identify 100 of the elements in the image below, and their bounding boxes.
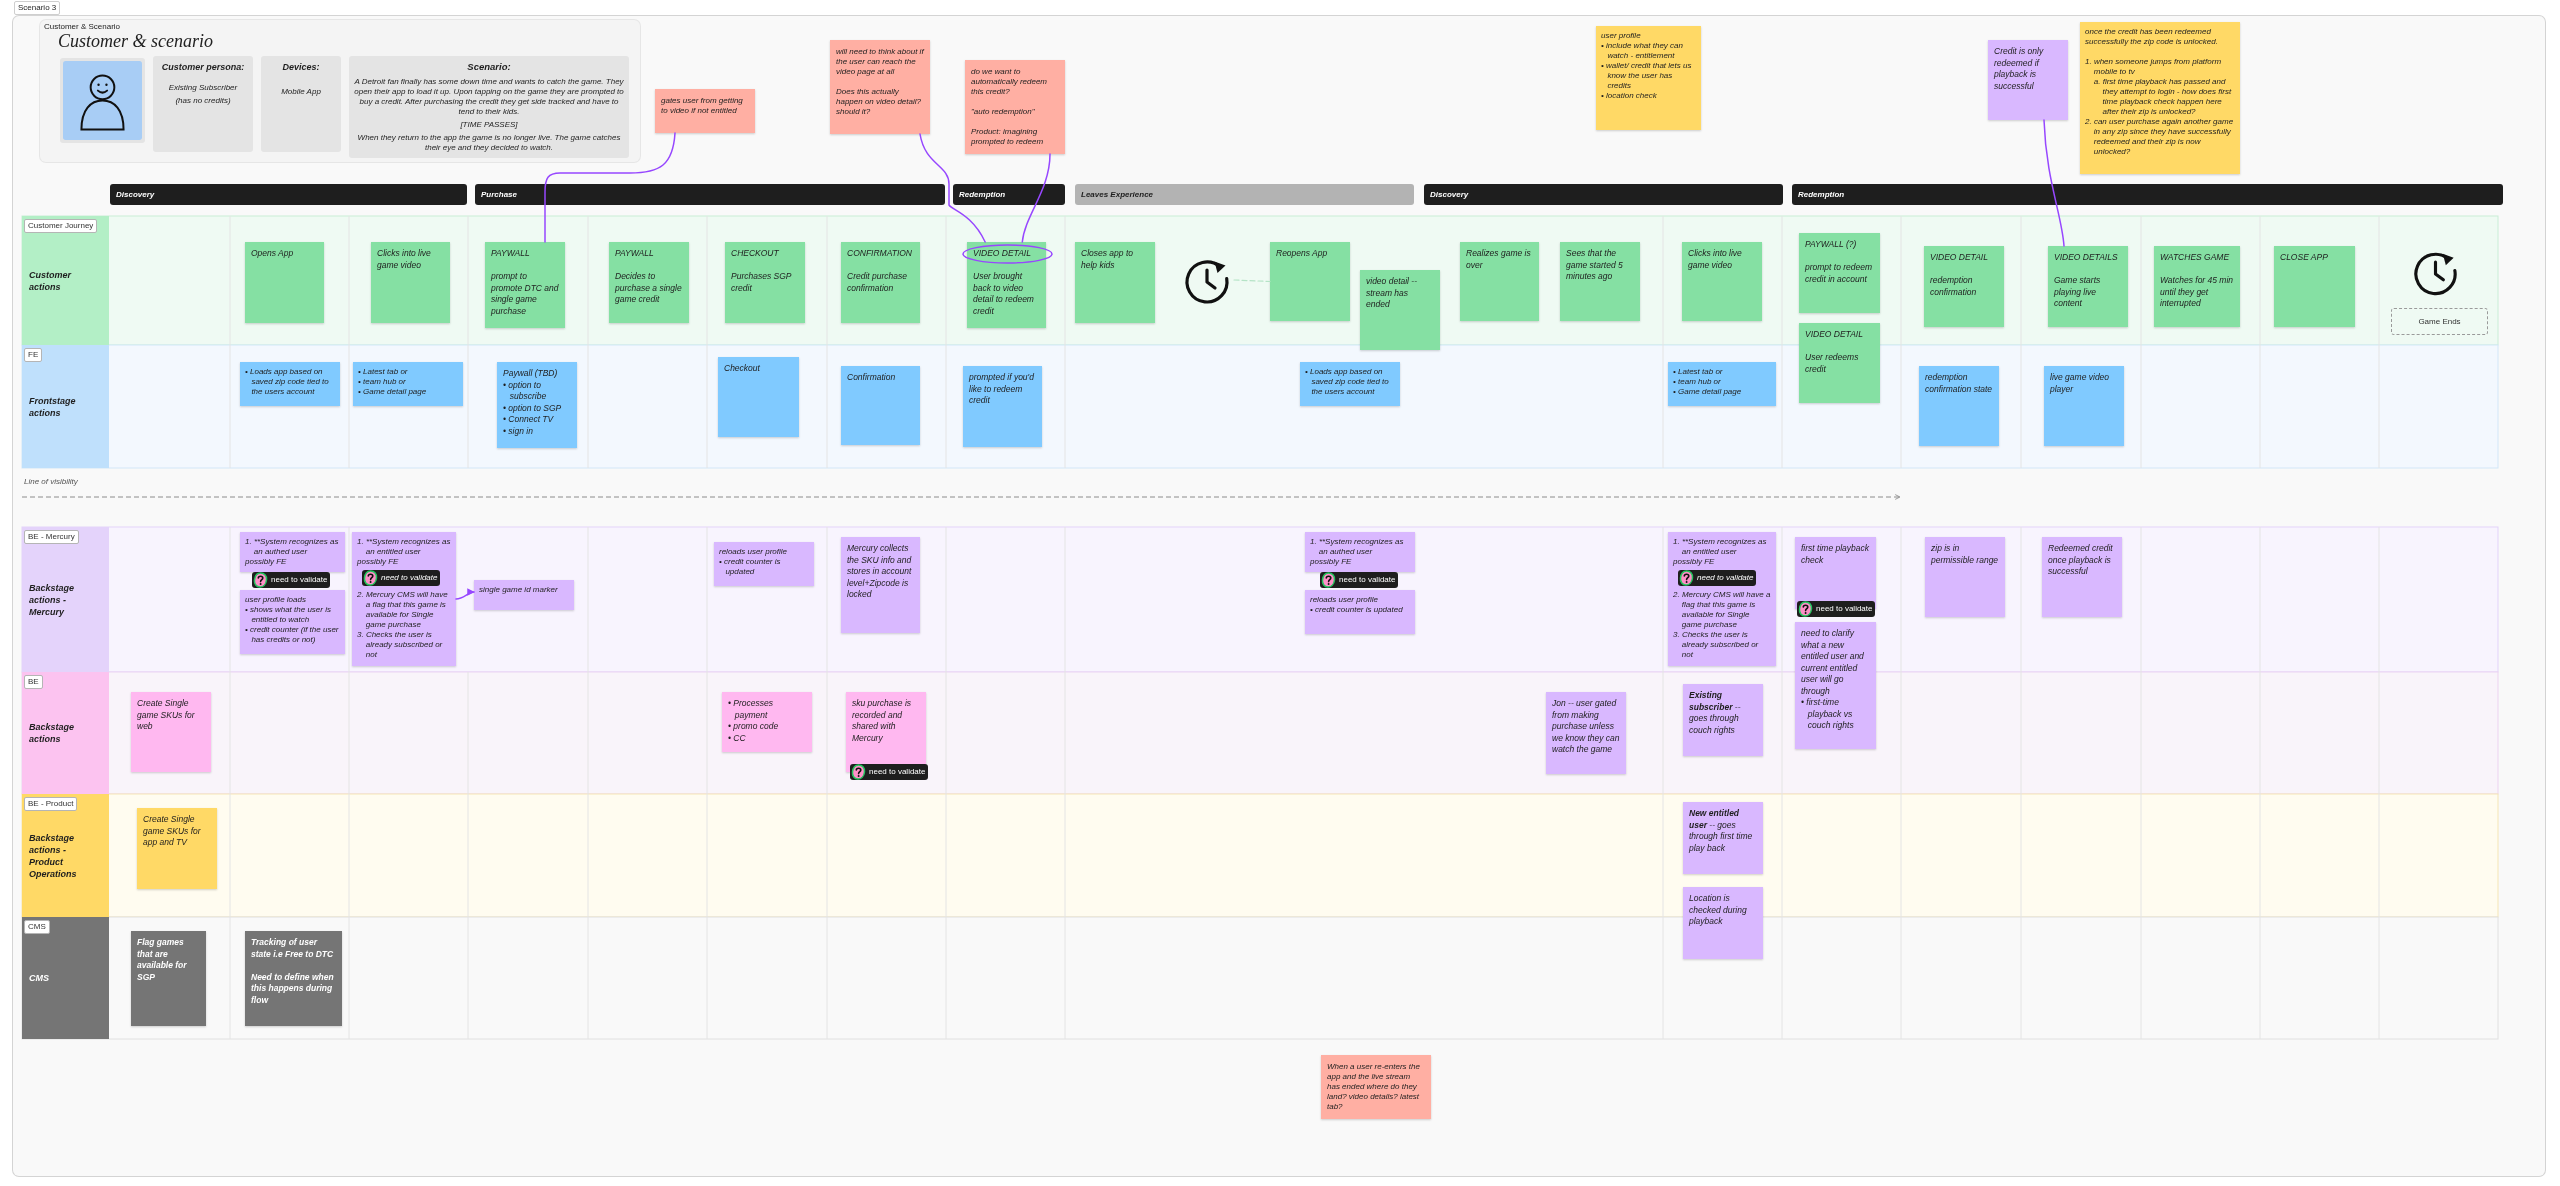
list-item: • Game detail page	[1673, 387, 1743, 397]
lane-title: Customer actions	[29, 268, 73, 293]
lane-title: CMS	[29, 972, 50, 984]
list-item: • Connect TV	[503, 414, 555, 426]
badge-label: need to validate	[381, 572, 438, 584]
phase-label: Purchase	[481, 190, 518, 199]
sticky-note	[2274, 246, 2355, 327]
note-text: possibly FE	[1673, 557, 1716, 567]
sticky-note	[1270, 242, 1350, 321]
sticky-note	[1682, 242, 1762, 321]
sticky-note	[609, 242, 689, 323]
sticky-note	[1360, 270, 1440, 350]
note-text: Tracking of user state i.e Free to DTC	[251, 937, 335, 960]
note-text: Closes app to help kids	[1081, 248, 1134, 271]
note-text: live game video player	[2050, 372, 2111, 395]
note-text: Create Single game SKUs for web	[137, 698, 196, 733]
card-text: Mobile App	[280, 87, 322, 97]
sticky-note	[841, 537, 920, 633]
list-item: • Loads app based on saved zip code tied to the users account	[245, 367, 330, 397]
list-item: • Loads app based on saved zip code tied to the users account	[1305, 367, 1390, 397]
tag-label: BE - Mercury	[28, 532, 75, 542]
lane-label: Line of visibility	[24, 477, 78, 487]
note-text: Confirmation	[847, 372, 897, 384]
lane-tag	[24, 219, 98, 233]
lane-header	[22, 672, 109, 794]
tag-label: BE	[28, 677, 39, 687]
sticky-note	[353, 362, 463, 406]
tag-label: FE	[28, 350, 39, 360]
lane-tag	[24, 797, 78, 811]
sticky-note	[1919, 366, 1999, 446]
panel-label: Customer & Scenario	[44, 22, 121, 32]
note-heading: PAYWALL	[491, 248, 531, 260]
tag-label: Customer Journey	[28, 221, 94, 231]
sticky-note	[967, 242, 1046, 328]
sticky-note	[2080, 22, 2240, 174]
phase-bar	[1075, 184, 1414, 205]
badge-label: need to validate	[271, 574, 328, 586]
note-text: prompted if you'd like to redeem credit	[969, 372, 1035, 407]
list-item: • Latest tab or	[1673, 367, 1724, 377]
list-item: • Latest tab or	[358, 367, 409, 377]
sticky-note	[2042, 537, 2122, 617]
list-item: 3. Checks the user is already subscribed or not	[1673, 630, 1760, 660]
badge-label: need to validate	[1697, 572, 1754, 584]
sticky-note	[718, 357, 799, 437]
badge-label: need to validate	[869, 766, 926, 778]
phase-bar	[953, 184, 1065, 205]
end-state-box	[2391, 308, 2488, 335]
note-text: Existing subscriber -- goes through couch rights	[1689, 690, 1742, 736]
validation-badge	[850, 764, 928, 780]
sticky-note	[714, 542, 814, 586]
sticky-note	[240, 532, 345, 572]
sticky-note	[1799, 323, 1880, 403]
validation-badge	[1797, 601, 1875, 617]
sticky-note	[2044, 366, 2124, 446]
validation-badge	[1320, 572, 1398, 588]
badge-label: need to validate	[1339, 574, 1396, 586]
list-item: 2. can user purchase again another game in any zip since they have successfully redeemed and their zip is now unlocked?	[2085, 117, 2235, 157]
note-heading: VIDEO DETAIL	[973, 248, 1032, 260]
sticky-note	[474, 580, 574, 610]
sticky-note	[841, 242, 920, 323]
note-text: redemption confirmation state	[1925, 372, 1993, 395]
note-text: Create Single game SKUs for app and TV	[143, 814, 202, 849]
note-text: CLOSE APP	[2280, 252, 2329, 264]
sticky-note	[830, 40, 930, 134]
list-item: • credit counter is updated	[1310, 605, 1404, 615]
sticky-note	[240, 362, 340, 406]
note-text: video detail -- stream has ended	[1366, 276, 1419, 311]
note-text: Does this actually happen on video detail? should it?	[836, 87, 922, 117]
lane-tag	[24, 920, 50, 934]
note-text: possibly FE	[357, 557, 400, 567]
lane-header	[22, 216, 109, 345]
phase-label: Redemption	[959, 190, 1006, 199]
note-text: zip is in permissible range	[1931, 543, 1999, 566]
sticky-note	[245, 931, 342, 1026]
frame-tab: Scenario 3	[14, 1, 61, 15]
badge-label: need to validate	[1816, 603, 1873, 615]
note-heading: VIDEO DETAIL	[1930, 252, 1989, 264]
note-text: Opens App	[251, 248, 295, 260]
scenario-panel	[40, 20, 640, 162]
sticky-note	[131, 692, 211, 772]
lane-header	[22, 917, 109, 1039]
sticky-note	[1683, 802, 1763, 874]
note-text: Purchases SGP credit	[731, 271, 793, 294]
note-text: Jon -- user gated from making purchase unless we know they can watch the game	[1552, 698, 1620, 756]
validation-badge	[362, 570, 440, 586]
sticky-note	[245, 242, 324, 323]
note-text: Credit purchase confirmation	[847, 271, 908, 294]
note-heading: CHECKOUT	[731, 248, 780, 260]
list-item: • sign in	[503, 425, 534, 437]
dashed-connector	[1233, 279, 1271, 283]
note-text: Reopens App	[1276, 248, 1329, 260]
note-text: Flag games that are available for SGP	[137, 937, 188, 983]
note-text: Watches for 45 min until they get interrupted	[2160, 275, 2234, 310]
note-text: Checkout	[724, 363, 761, 375]
note-text: Clicks into live game video	[1688, 248, 1743, 271]
note-text: Mercury collects the SKU info and stores in account level+Zipcode is locked	[847, 543, 913, 601]
note-text: New entitled user -- goes through first time play back	[1689, 808, 1754, 854]
note-text: When a user re-enters the app and the live stream has ended where do they land? video details? latest tab?	[1327, 1062, 1421, 1112]
note-text: once the credit has been redeemed successfully the zip code is unlocked.	[2085, 27, 2219, 47]
note-text: redemption confirmation	[1930, 275, 1978, 298]
